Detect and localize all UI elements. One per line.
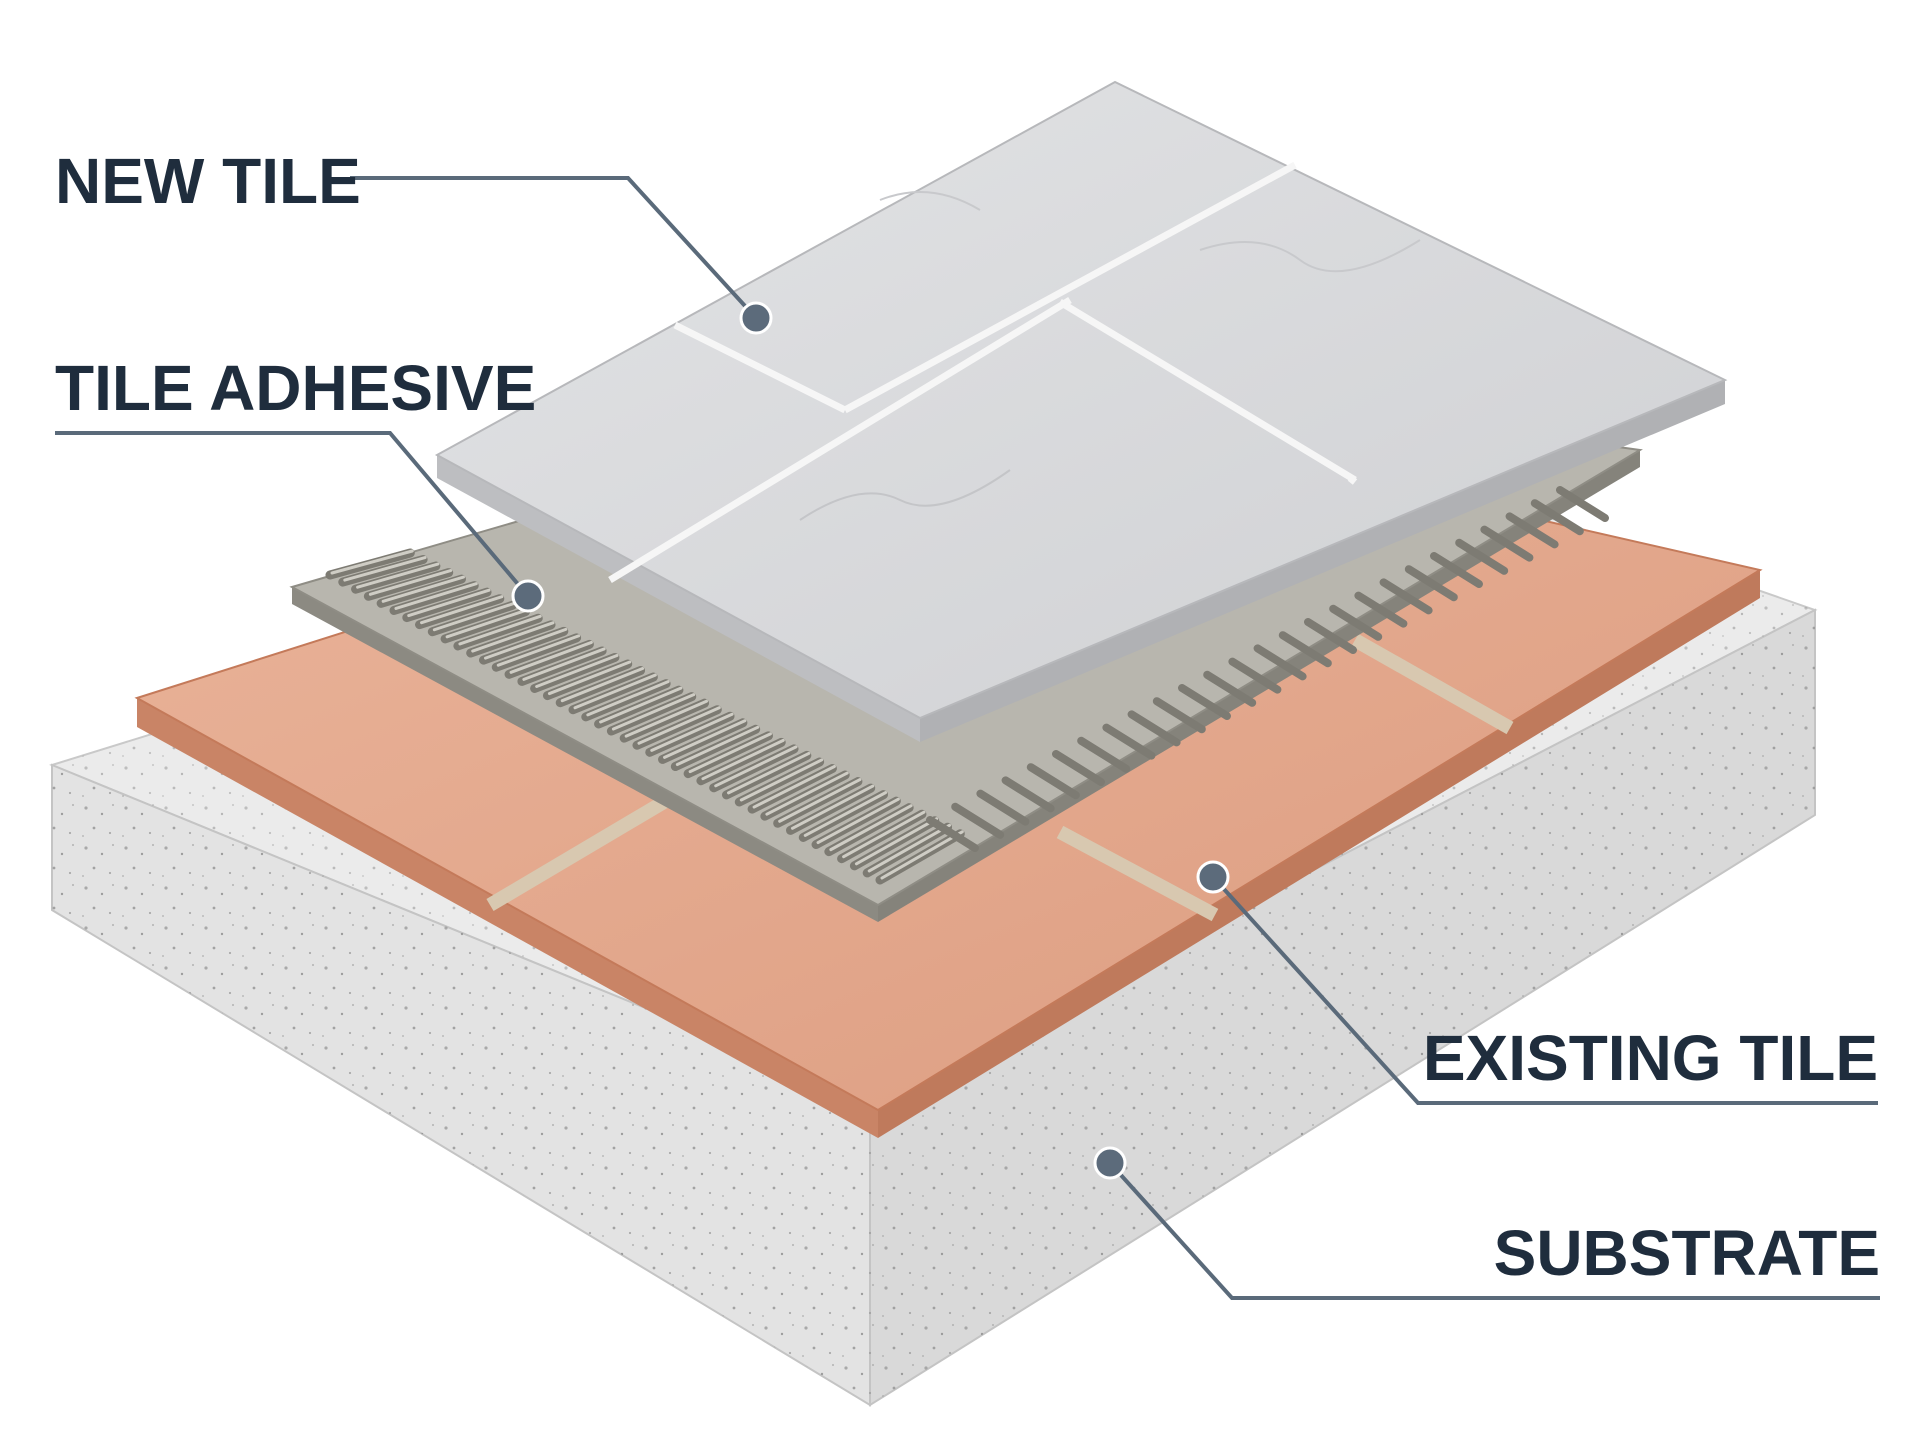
label-substrate: SUBSTRATE <box>1494 1217 1880 1289</box>
marker-dot-tile-adhesive <box>513 581 543 611</box>
marker-dot-new-tile <box>741 303 771 333</box>
callout-new-tile: NEW TILE <box>55 145 771 333</box>
label-new-tile: NEW TILE <box>55 145 361 217</box>
leader-line-new-tile <box>350 178 756 318</box>
marker-dot-existing-tile <box>1198 862 1228 892</box>
label-existing-tile: EXISTING TILE <box>1423 1022 1878 1094</box>
marker-dot-substrate <box>1095 1148 1125 1178</box>
label-tile-adhesive: TILE ADHESIVE <box>55 352 536 424</box>
